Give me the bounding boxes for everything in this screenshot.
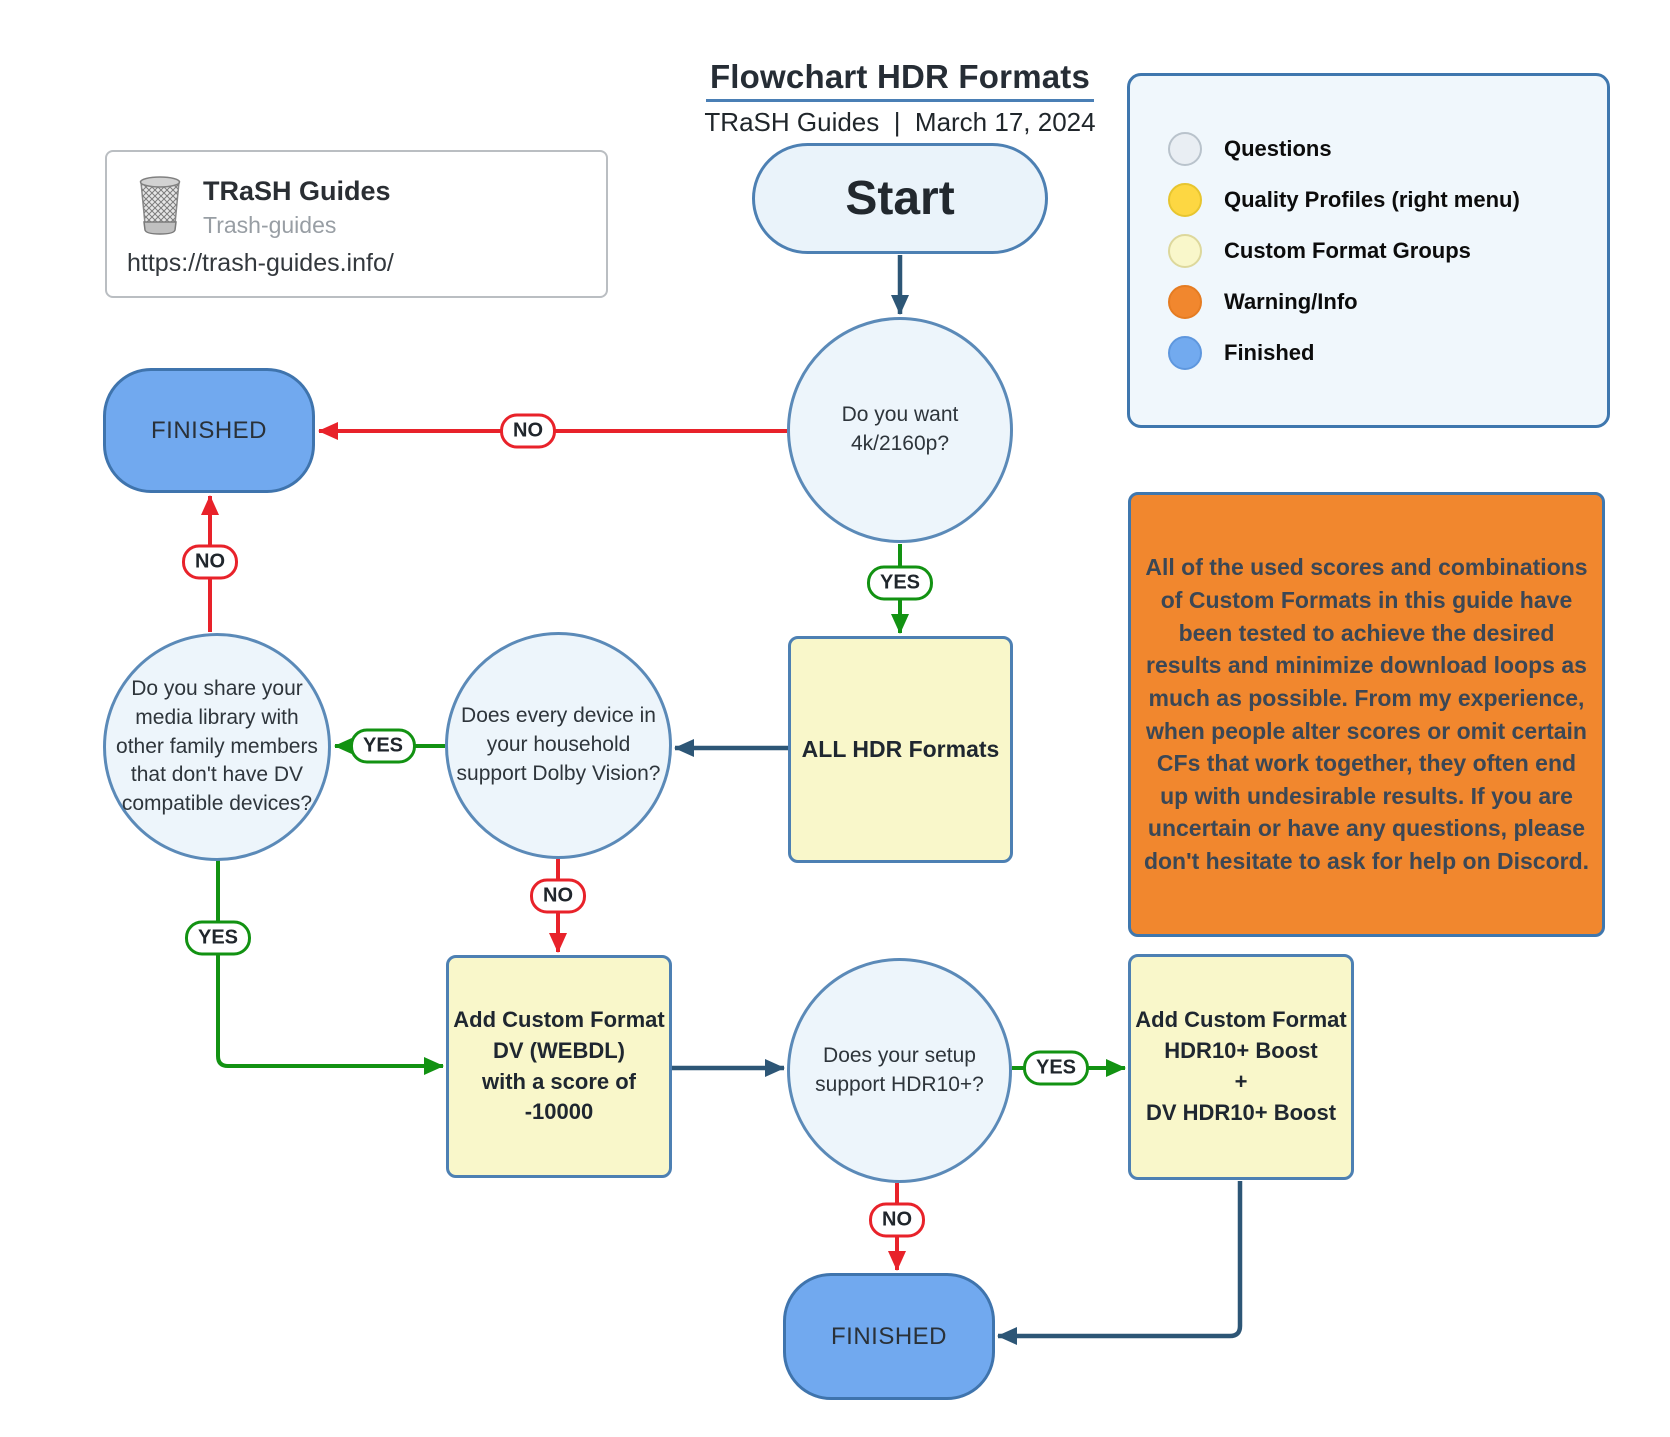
source-subtitle: Trash-guides bbox=[203, 212, 337, 238]
legend-item-warning-info: Warning/Info bbox=[1168, 284, 1607, 319]
node-all-hdr-formats: ALL HDR Formats bbox=[788, 636, 1013, 863]
node-start: Start bbox=[752, 143, 1048, 254]
legend-label: Custom Format Groups bbox=[1224, 237, 1471, 263]
edge-label-yes-qdv: YES bbox=[349, 728, 417, 764]
source-card: TRaSH Guides Trash-guides https://trash-… bbox=[105, 150, 608, 298]
edge-label-no-qdv: NO bbox=[530, 878, 586, 914]
node-add-dv-webdl: Add Custom Format DV (WEBDL) with a scor… bbox=[446, 955, 672, 1178]
node-finished-top: FINISHED bbox=[103, 368, 315, 493]
page-title: Flowchart HDR Formats bbox=[705, 58, 1095, 102]
node-add-hdr10-boost: Add Custom Format HDR10+ Boost + DV HDR1… bbox=[1128, 954, 1354, 1180]
node-question-share-library: Do you share your media library with oth… bbox=[103, 633, 331, 861]
edge-label-yes-qhdr10: YES bbox=[1022, 1050, 1090, 1086]
legend-item-quality-profiles: Quality Profiles (right menu) bbox=[1168, 182, 1607, 217]
legend-label: Quality Profiles (right menu) bbox=[1224, 186, 1520, 212]
node-question-dolby-vision: Does every device in your household supp… bbox=[445, 632, 672, 859]
custom-format-groups-swatch-icon bbox=[1168, 233, 1202, 268]
node-question-hdr10-plus: Does your setup support HDR10+? bbox=[787, 958, 1012, 1183]
legend-label: Questions bbox=[1224, 135, 1332, 161]
edge-qshare-yes-adddv bbox=[216, 858, 444, 1075]
legend-label: Finished bbox=[1224, 339, 1315, 365]
source-url: https://trash-guides.info/ bbox=[127, 249, 394, 277]
legend-panel: Questions Quality Profiles (right menu) … bbox=[1127, 73, 1610, 428]
legend-item-custom-format-groups: Custom Format Groups bbox=[1168, 233, 1607, 268]
questions-swatch-icon bbox=[1168, 131, 1202, 166]
source-title: TRaSH Guides bbox=[203, 176, 391, 206]
edge-boost-to-finished bbox=[997, 1181, 1243, 1345]
legend-label: Warning/Info bbox=[1224, 288, 1358, 314]
edge-label-yes-qshare: YES bbox=[184, 920, 252, 956]
edge-label-no-qhdr10: NO bbox=[869, 1202, 925, 1238]
legend-item-questions: Questions bbox=[1168, 131, 1607, 166]
quality-profiles-swatch-icon bbox=[1168, 182, 1202, 217]
edge-label-no-q4k: NO bbox=[500, 413, 556, 449]
warning-text: All of the used scores and combinations … bbox=[1143, 554, 1590, 875]
trash-can-icon bbox=[139, 176, 181, 235]
legend-item-finished: Finished bbox=[1168, 335, 1607, 370]
finished-swatch-icon bbox=[1168, 335, 1202, 370]
page-subtitle: TRaSH Guides | March 17, 2024 bbox=[704, 107, 1096, 137]
warning-info-swatch-icon bbox=[1168, 284, 1202, 319]
header: Flowchart HDR Formats TRaSH Guides | Mar… bbox=[560, 58, 1240, 138]
node-finished-bottom: FINISHED bbox=[783, 1273, 995, 1400]
edge-label-yes-q4k: YES bbox=[866, 565, 934, 601]
node-question-4k: Do you want 4k/2160p? bbox=[787, 317, 1013, 543]
edge-label-no-qshare: NO bbox=[182, 544, 238, 580]
warning-info-box: All of the used scores and combinations … bbox=[1128, 492, 1605, 937]
